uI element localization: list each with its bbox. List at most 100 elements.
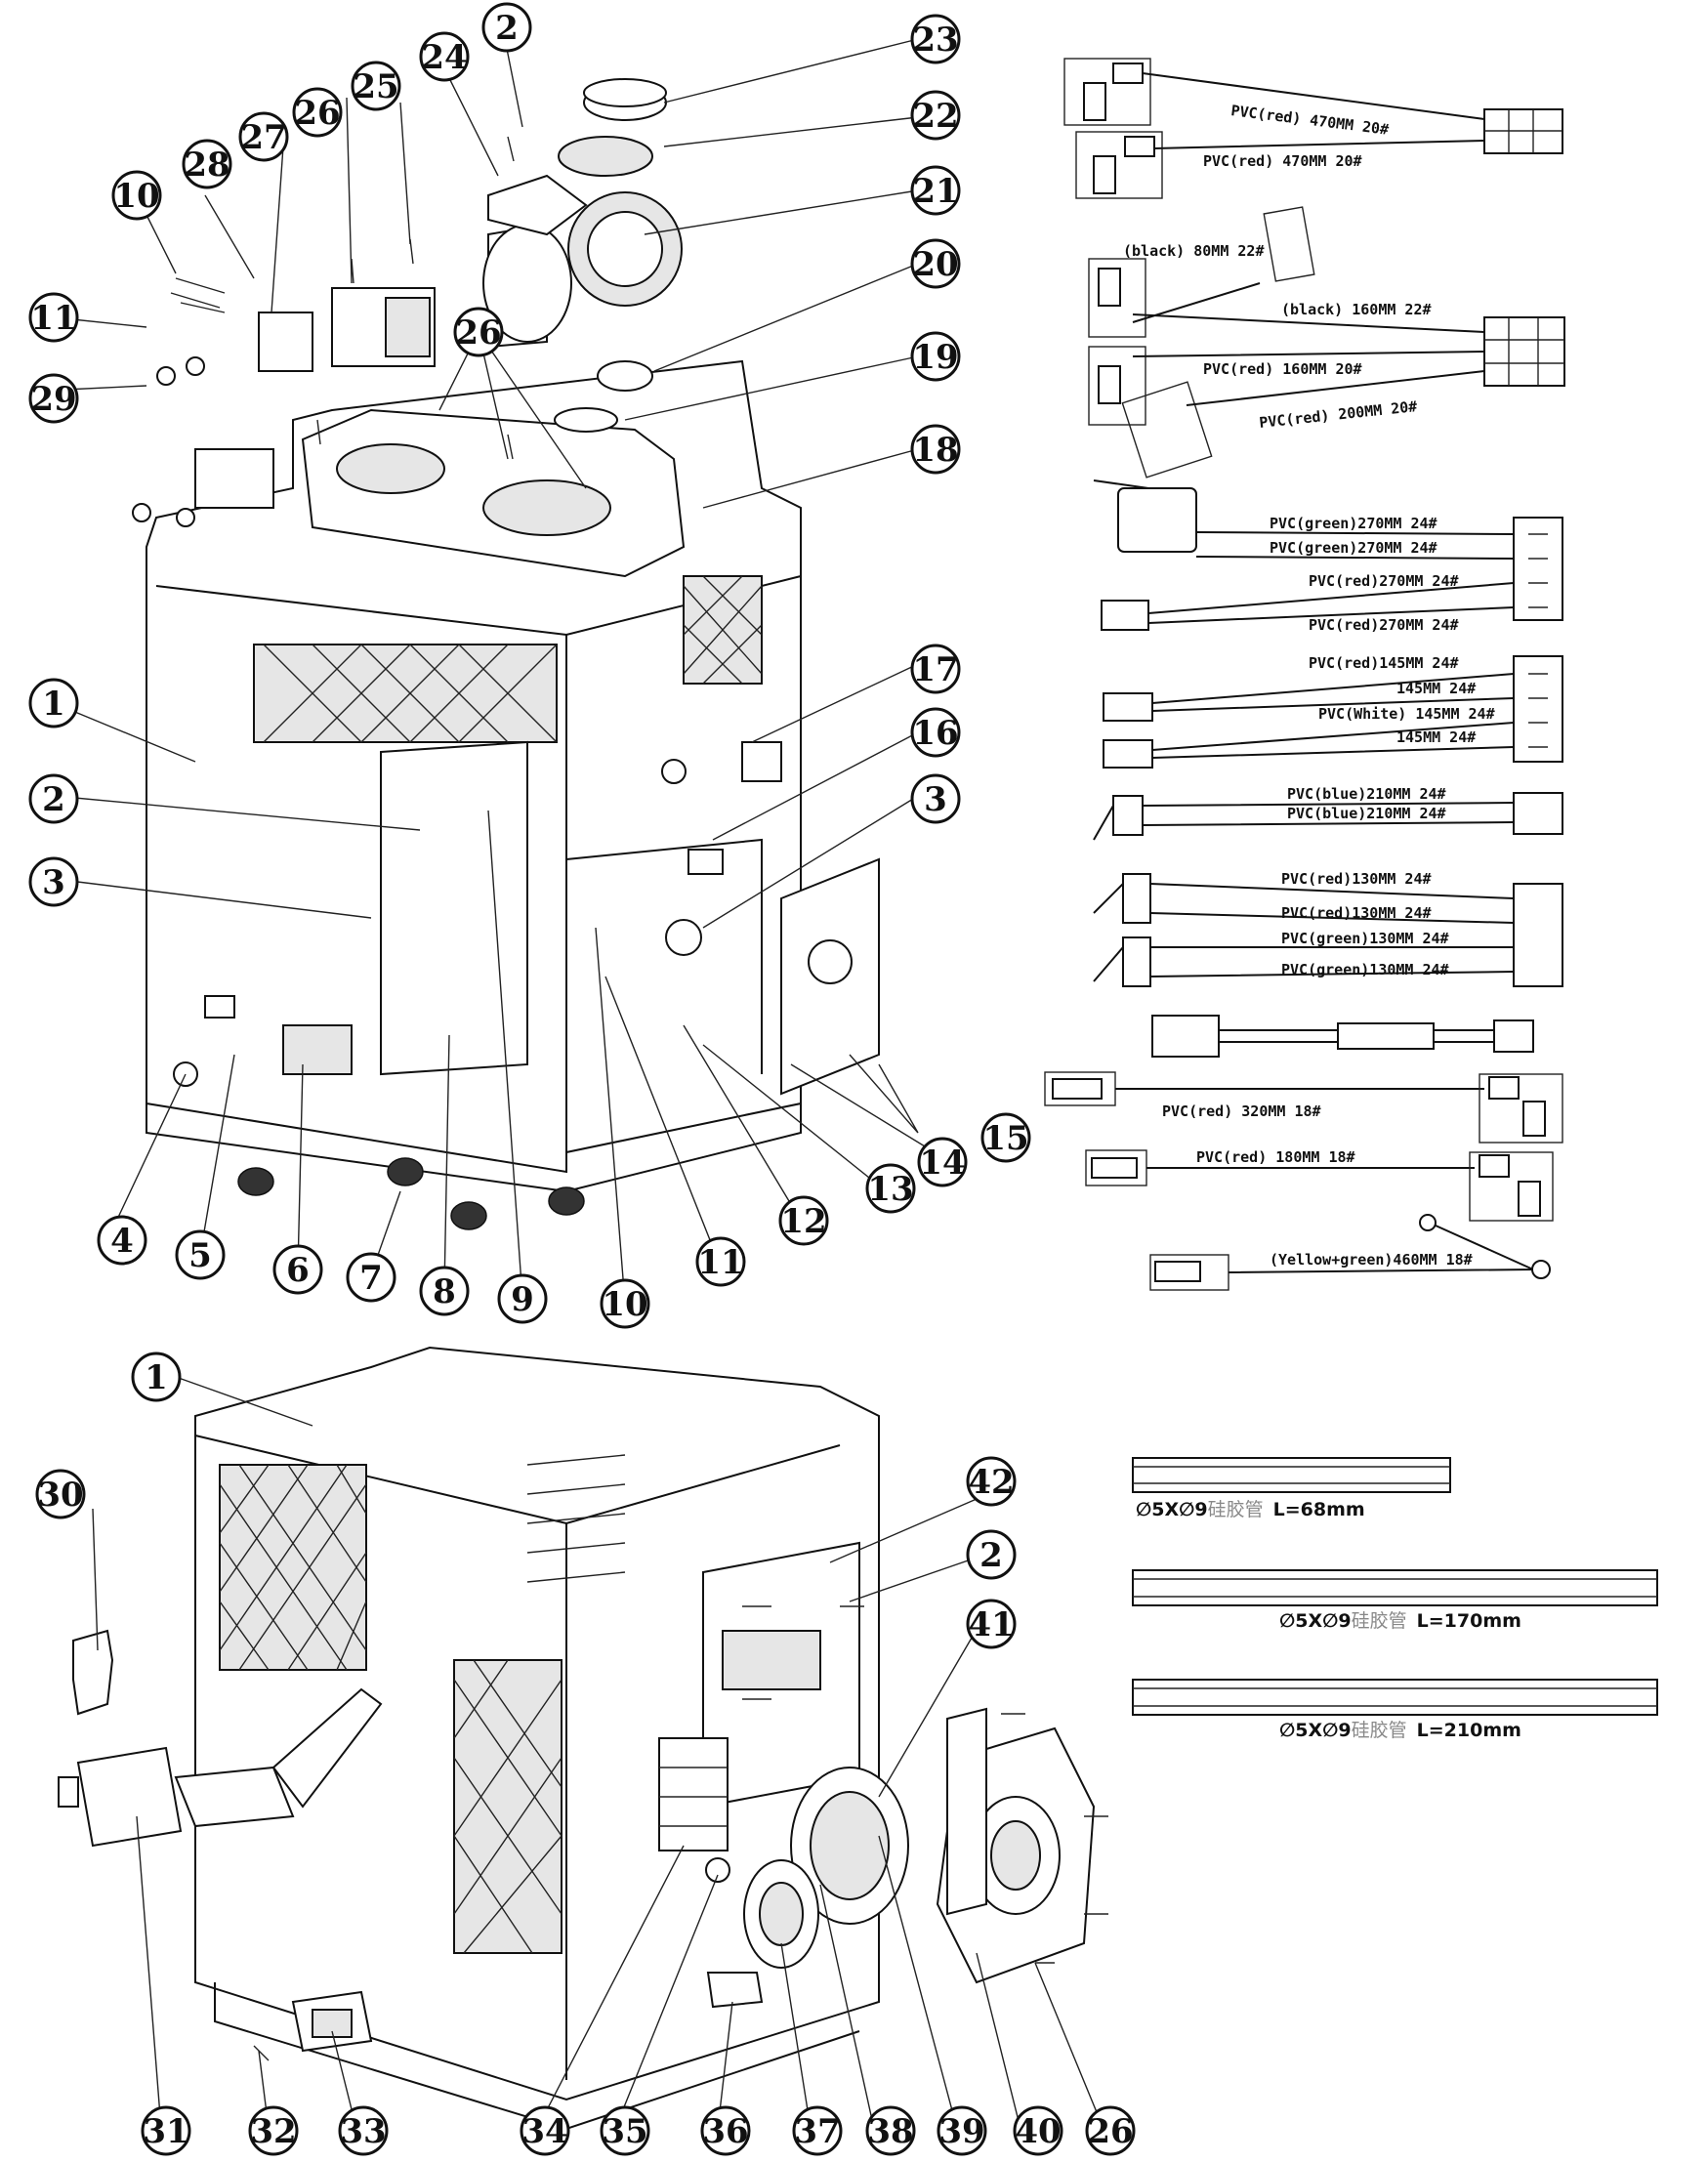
callout-number: 1 [42,685,65,724]
callout-number: 27 [240,118,286,157]
callout-33: 33 [338,2105,389,2156]
callout-22: 22 [910,90,961,141]
callout-26: 26 [453,307,504,357]
callout-circle [1013,2105,1063,2156]
callout-circle [346,1252,396,1303]
callout-18: 18 [910,424,961,475]
callout-number: 26 [455,313,501,353]
harness-10: (Yellow+green)460MM 18# [1149,1214,1551,1291]
callout-11: 11 [695,1236,746,1287]
callout-26: 26 [292,87,343,138]
callout-number: 25 [353,67,398,106]
wire-label: (black) 80MM 22# [1123,242,1265,260]
callout-circle [175,1229,226,1280]
callout-number: 3 [42,863,65,902]
callout-38: 38 [865,2105,916,2156]
feet [237,1157,585,1230]
callout-circle [778,1195,829,1246]
callout-circle [28,373,79,424]
callout-number: 31 [143,2112,188,2151]
wire-label: PVC(red) 200MM 20# [1259,397,1419,432]
callout-number: 12 [780,1202,826,1241]
callout-34: 34 [520,2105,570,2156]
callout-number: 40 [1015,2112,1061,2151]
callout-1: 1 [28,678,79,728]
wire-label: PVC(red)270MM 24# [1309,572,1459,590]
callout-number: 11 [697,1243,743,1282]
wire-label: PVC(green)130MM 24# [1281,961,1449,978]
callout-number: 39 [938,2112,984,2151]
wire-label: PVC(green)270MM 24# [1270,539,1437,557]
callout-number: 16 [912,714,958,753]
callout-9: 9 [497,1273,548,1324]
callout-number: 10 [113,177,159,216]
callout-number: 18 [912,431,958,470]
callout-27: 27 [238,111,289,162]
lattice-panel-front [253,644,558,743]
callout-24: 24 [419,31,470,82]
callout-39: 39 [937,2105,987,2156]
callout-number: 14 [919,1144,965,1183]
callout-11: 11 [28,292,79,343]
callout-number: 36 [702,2112,748,2151]
wire-label: PVC(red) 470MM 20# [1230,102,1391,139]
callout-number: 35 [602,2112,647,2151]
callout-number: 26 [1087,2112,1133,2151]
callout-circle [28,856,79,907]
callout-number: 30 [37,1476,83,1515]
callout-circle [97,1215,147,1266]
callout-30: 30 [35,1469,86,1519]
wire-label: PVC(green)270MM 24# [1270,515,1437,532]
callout-circle [238,111,289,162]
callout-number: 4 [110,1222,134,1261]
callout-circle [695,1236,746,1287]
callout-number: 38 [867,2112,913,2151]
wire-harness-panel: PVC(red) 470MM 20# PVC(red) 470MM 20# (b… [1044,58,1565,1291]
callout-circle [131,1352,182,1402]
micro-switch-icon [1117,487,1197,553]
callout-circle [937,2105,987,2156]
wire-label: PVC(red)270MM 24# [1309,616,1459,634]
callout-41: 41 [966,1599,1017,1649]
wire-label: PVC(red) 160MM 20# [1203,360,1362,378]
callout-number: 10 [602,1285,647,1324]
callout-circle [917,1137,968,1187]
wire-label: PVC(red) 180MM 18# [1196,1148,1355,1166]
callout-3: 3 [28,856,79,907]
connector-icon [1513,792,1563,835]
callout-circle [28,292,79,343]
callout-circle [910,424,961,475]
wire-label: PVC(red) 320MM 18# [1162,1102,1321,1120]
callout-circle [910,707,961,758]
wire-label: (black) 160MM 22# [1281,301,1432,318]
callout-32: 32 [248,2105,299,2156]
ring-terminal-icon [1419,1214,1437,1231]
callout-31: 31 [141,2105,191,2156]
callout-29: 29 [28,373,79,424]
callout-5: 5 [175,1229,226,1280]
top-assembly-drawing [132,78,880,1230]
callout-42: 42 [966,1456,1017,1507]
callout-circle [600,2105,650,2156]
callout-2: 2 [28,773,79,824]
leader-lines-bottom [92,1376,1104,2130]
wire-label: PVC(White) 145MM 24# [1318,705,1495,723]
callout-19: 19 [910,331,961,382]
callout-number: 7 [359,1259,383,1298]
harness-4: PVC(red)145MM 24# 145MM 24# PVC(White) 1… [1103,654,1563,769]
callout-circle [910,238,961,289]
connector-icon [1483,316,1565,387]
callout-circle [497,1273,548,1324]
wire-label: PVC(green)130MM 24# [1281,930,1449,947]
callout-circle [910,331,961,382]
callout-3: 3 [910,773,961,824]
callout-circle [338,2105,389,2156]
callout-circle [910,773,961,824]
callout-2: 2 [966,1529,1017,1580]
callout-circle [910,90,961,141]
callout-circle [792,2105,843,2156]
harness-9: PVC(red) 180MM 18# [1085,1148,1554,1222]
